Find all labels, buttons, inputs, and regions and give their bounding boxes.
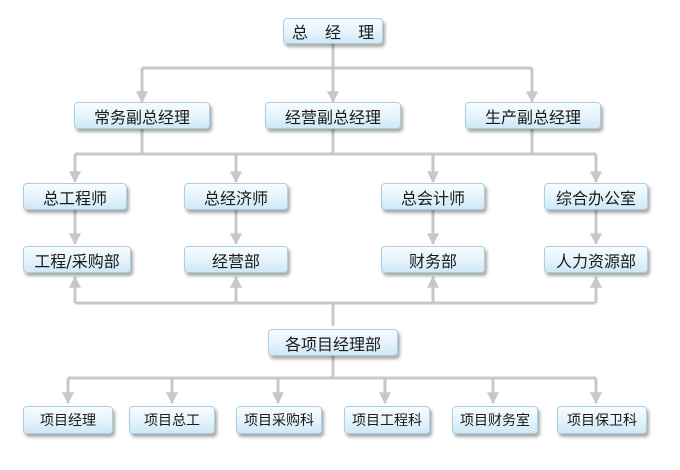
- node-project-security: 项目保卫科: [557, 406, 647, 434]
- node-chief-economist: 总经济师: [184, 183, 288, 210]
- node-finance-dept: 财务部: [381, 246, 485, 273]
- node-chief-accountant: 总会计师: [381, 183, 485, 210]
- node-project-chief-engineer: 项目总工: [129, 406, 215, 434]
- node-production-deputy-gm: 生产副总经理: [465, 102, 601, 129]
- node-project-finance: 项目财务室: [452, 406, 538, 434]
- node-general-manager: 总 经 理: [283, 18, 383, 44]
- node-project-engineering: 项目工程科: [344, 406, 430, 434]
- node-project-procurement: 项目采购科: [236, 406, 322, 434]
- node-project-manager: 项目经理: [23, 406, 113, 434]
- node-general-office: 综合办公室: [544, 183, 648, 210]
- node-operations-deputy-gm: 经营副总经理: [265, 102, 401, 129]
- node-engineering-procurement-dept: 工程/采购部: [23, 246, 131, 273]
- node-chief-engineer: 总工程师: [23, 183, 127, 210]
- node-executive-deputy-gm: 常务副总经理: [74, 102, 210, 129]
- node-operations-dept: 经营部: [184, 246, 288, 273]
- node-project-management-depts: 各项目经理部: [268, 329, 398, 356]
- node-hr-dept: 人力资源部: [544, 246, 648, 273]
